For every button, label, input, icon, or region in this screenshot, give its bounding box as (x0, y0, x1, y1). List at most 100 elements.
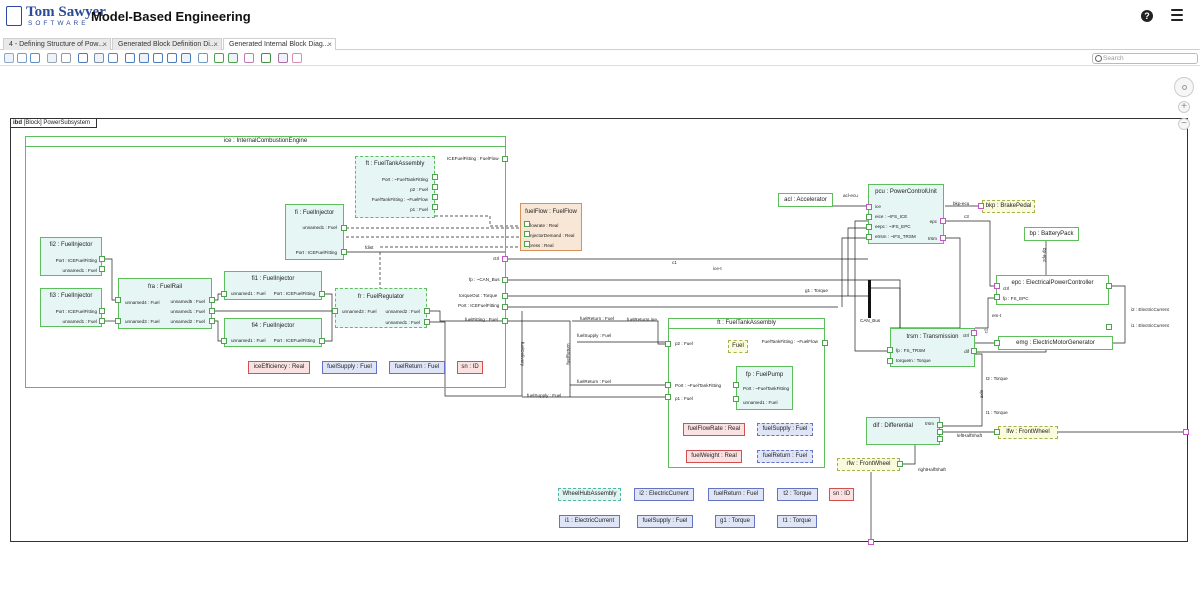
block-ft-inner[interactable]: ft : FuelTankAssembly Port : ~FuelTankFi… (355, 156, 435, 218)
tag-fuelweight[interactable]: fuelWeight : Real (686, 450, 742, 463)
pan-icon[interactable] (94, 53, 104, 63)
select-icon[interactable] (78, 53, 88, 63)
eraser-icon[interactable] (292, 53, 302, 63)
tag-fuelreturn-b[interactable]: fuelReturn : Fuel (708, 488, 764, 501)
port-ft-port[interactable] (432, 174, 438, 180)
block-ice[interactable]: ice : InternalCombustionEngine (25, 136, 506, 388)
port-pcu-trsm[interactable] (940, 235, 946, 241)
port-fi1[interactable] (221, 291, 227, 297)
block-acl[interactable]: acl : Accelerator (778, 193, 833, 207)
block-fra[interactable]: fra : FuelRail unnamed4 : Fuel unnamed3 … (118, 278, 212, 329)
zoom-region-icon[interactable] (167, 53, 177, 63)
close-icon[interactable]: × (102, 40, 107, 49)
port-lfw[interactable] (994, 429, 1000, 435)
port-pcu-eepc[interactable] (866, 224, 872, 230)
port-pcu-eice[interactable] (866, 214, 872, 220)
port-fi1-fitting[interactable] (319, 291, 325, 297)
port-fi2-fuel[interactable] (99, 266, 105, 272)
port-epc-fp[interactable] (994, 294, 1000, 300)
layout-symmetric-icon[interactable] (244, 53, 254, 63)
port-epc-i2[interactable] (1106, 283, 1112, 289)
port-emg[interactable] (994, 340, 1000, 346)
search-input[interactable] (1103, 54, 1195, 63)
port-fi-fitting[interactable] (341, 249, 347, 255)
block-dif[interactable]: dif : Differential trsm (866, 417, 940, 445)
port-press[interactable] (524, 241, 530, 247)
tag-fuelflowrate[interactable]: fuelFlowRate : Real (683, 423, 745, 436)
port-dif-right[interactable] (937, 436, 943, 442)
port-fr-2[interactable] (424, 308, 430, 314)
zoom-in-button[interactable]: + (1178, 101, 1190, 113)
block-epc[interactable]: epc : ElectricalPowerController ctrl fp … (996, 275, 1109, 305)
block-fi3[interactable]: fi3 : FuelInjector Port : ICEFuelFitting… (40, 288, 102, 327)
block-fr[interactable]: fr : FuelRegulator unnamed3 : Fuel unnam… (335, 288, 427, 328)
port-fra-3[interactable] (115, 318, 121, 324)
block-fp[interactable]: fp : FuelPump Port : ~FuelTankFitting un… (736, 366, 793, 410)
port-trsm-dif[interactable] (971, 348, 977, 354)
tag-i1[interactable]: i1 : ElectricCurrent (559, 515, 620, 528)
port-pcu-epc[interactable] (940, 218, 946, 224)
port-ctrl[interactable] (502, 256, 508, 262)
new-diagram-icon[interactable] (4, 53, 14, 63)
port-trsm-torque[interactable] (887, 358, 893, 364)
port-fi3[interactable] (99, 308, 105, 314)
tag-sn-b[interactable]: sn : ID (829, 488, 854, 501)
tag-fuelsupply-ft[interactable]: fuelSupply : Fuel (757, 423, 813, 436)
block-fi[interactable]: fi : FuelInjector unnamed1 : Fuel Port :… (285, 204, 344, 260)
link-icon[interactable] (198, 53, 208, 63)
port-ftank-p2[interactable] (665, 341, 671, 347)
port-fra-2[interactable] (209, 318, 215, 324)
block-fuelflow[interactable]: fuelFlow : FuelFlow flowrate : Real inje… (520, 203, 582, 251)
port-emg-i1[interactable] (1106, 324, 1112, 330)
block-bp[interactable]: bp : BatteryPack (1024, 227, 1079, 241)
port-pcu-etrsm[interactable] (866, 234, 872, 240)
block-fi4[interactable]: fi4 : FuelInjector unnamed1 : Fuel Port … (224, 318, 322, 347)
zoom-out-button[interactable]: − (1178, 118, 1190, 130)
port-icefuel[interactable] (502, 304, 508, 310)
zoom-reset-icon[interactable] (181, 53, 191, 63)
port-ftank-port[interactable] (665, 382, 671, 388)
zoom-out-icon[interactable] (139, 53, 149, 63)
port-fp-port[interactable] (733, 382, 739, 388)
port-fi3-fuel[interactable] (99, 318, 105, 324)
port-dif-trsm[interactable] (937, 422, 943, 428)
block-trsm[interactable]: trsm : Transmission fp : FS_TRSM torqueI… (890, 328, 975, 367)
tag-fuelsupply[interactable]: fuelSupply : Fuel (322, 361, 377, 374)
port-icefuelfitting[interactable] (502, 156, 508, 162)
tag-i2[interactable]: i2 : ElectricCurrent (634, 488, 694, 501)
port-pcu-ice[interactable] (866, 204, 872, 210)
save-icon[interactable] (30, 53, 40, 63)
block-lfw[interactable]: lfw : FrontWheel (998, 426, 1058, 439)
port-epc-ctrl[interactable] (994, 283, 1000, 289)
hamburger-menu-icon[interactable] (1171, 9, 1183, 21)
layout-icon[interactable] (214, 53, 224, 63)
tree-icon[interactable] (278, 53, 288, 63)
block-bkp[interactable]: bkp : BrakePedal (982, 200, 1035, 213)
tom-sawyer-logo[interactable]: Tom Sawyer SOFTWARE (6, 4, 106, 30)
port-fra-5[interactable] (209, 297, 215, 303)
port-ftank-p1[interactable] (665, 394, 671, 400)
block-rfw[interactable]: rfw : FrontWheel (837, 458, 900, 471)
zoom-in-icon[interactable] (125, 53, 135, 63)
port-fp-unnamed[interactable] (733, 396, 739, 402)
tag-t2[interactable]: t2 : Torque (777, 488, 818, 501)
block-fi2[interactable]: fi2 : FuelInjector Port : ICEFuelFitting… (40, 237, 102, 276)
port-fi-unnamed[interactable] (341, 225, 347, 231)
tag-iceefficiency[interactable]: iceEfficiency : Real (248, 361, 310, 374)
port-trsm-fp[interactable] (887, 347, 893, 353)
port-demand[interactable] (524, 231, 530, 237)
move-icon[interactable] (108, 53, 118, 63)
tag-wheelhub[interactable]: WheelHubAssembly (558, 488, 621, 501)
port-fi4-fitting[interactable] (319, 338, 325, 344)
tag-sn[interactable]: sn : ID (457, 361, 483, 374)
port-ft-p2[interactable] (432, 184, 438, 190)
port-trsm-ctrl[interactable] (971, 330, 977, 336)
port-fr-1[interactable] (424, 319, 430, 325)
block-fi1[interactable]: fi1 : FuelInjector unnamed1 : Fuel Port … (224, 271, 322, 300)
port-torqueout[interactable] (502, 293, 508, 299)
close-icon[interactable]: × (327, 40, 332, 49)
overview-icon[interactable] (261, 53, 271, 63)
port-fuelfitting[interactable] (502, 318, 508, 324)
port-frame-bottom[interactable] (868, 539, 874, 545)
can-bus-node[interactable] (868, 280, 871, 318)
